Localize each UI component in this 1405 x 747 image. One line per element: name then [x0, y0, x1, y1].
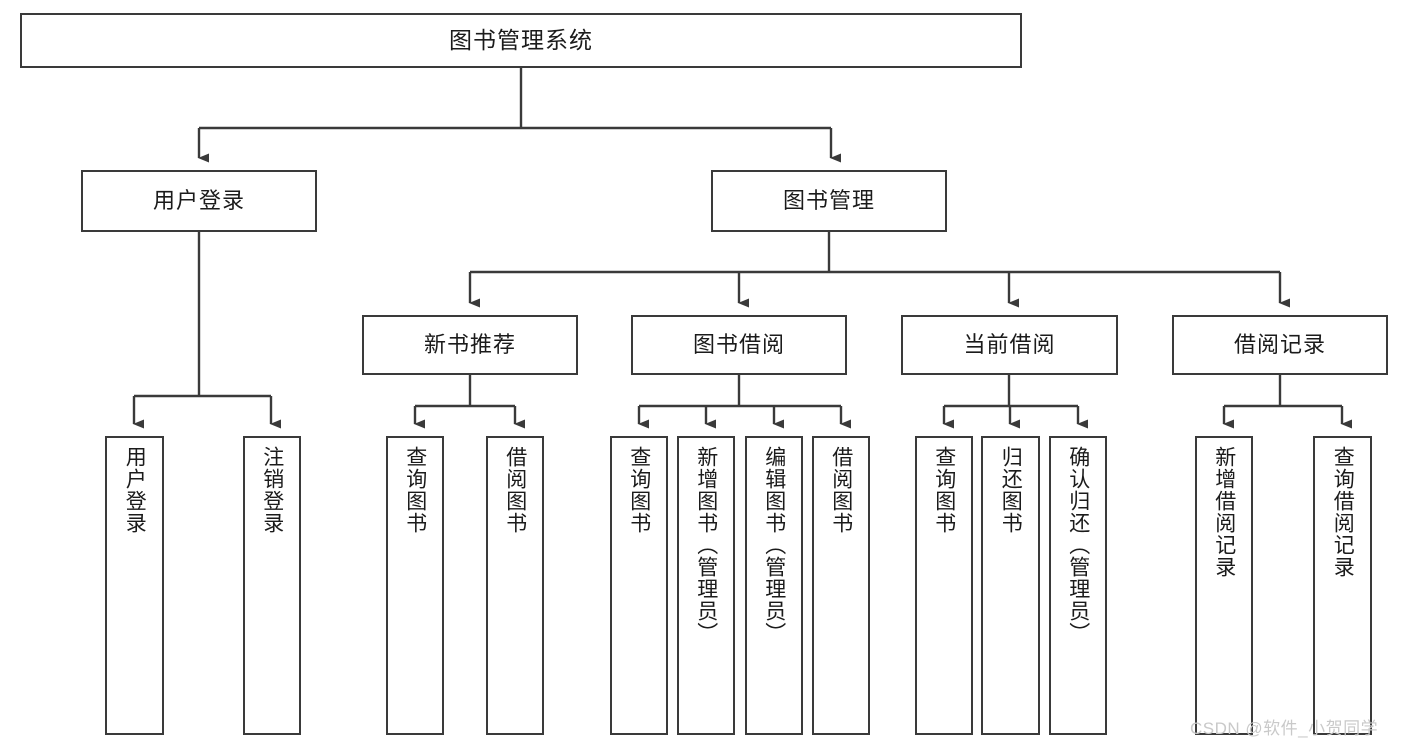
node-leaf-add-borrow-record-label: 新增借阅记录 [1212, 446, 1236, 578]
node-leaf-query-borrow-record[interactable]: 查询借阅记录 [1313, 436, 1372, 735]
node-leaf-add-book-label: 新增图书（管理员） [694, 446, 718, 644]
node-book-borrow[interactable]: 图书借阅 [631, 315, 847, 375]
node-leaf-borrow-book-bor[interactable]: 借阅图书 [812, 436, 870, 735]
node-leaf-query-book-rec-label: 查询图书 [403, 446, 427, 534]
node-leaf-borrow-book-rec[interactable]: 借阅图书 [486, 436, 544, 735]
node-leaf-add-book[interactable]: 新增图书（管理员） [677, 436, 735, 735]
node-leaf-user-login[interactable]: 用户登录 [105, 436, 164, 735]
node-leaf-borrow-book-rec-label: 借阅图书 [503, 446, 527, 534]
node-leaf-user-logout[interactable]: 注销登录 [243, 436, 301, 735]
node-root-label: 图书管理系统 [449, 26, 593, 53]
node-book-borrow-label: 图书借阅 [692, 331, 785, 357]
node-current-borrow[interactable]: 当前借阅 [901, 315, 1118, 375]
node-borrow-record-label: 借阅记录 [1233, 331, 1326, 357]
node-book-manage[interactable]: 图书管理 [711, 170, 947, 232]
node-borrow-record[interactable]: 借阅记录 [1172, 315, 1388, 375]
node-new-book-recommend-label: 新书推荐 [423, 331, 516, 357]
node-leaf-query-borrow-record-label: 查询借阅记录 [1331, 446, 1355, 578]
node-leaf-query-book-cur[interactable]: 查询图书 [915, 436, 973, 735]
node-leaf-query-book-bor-label: 查询图书 [627, 446, 651, 534]
node-leaf-query-book-cur-label: 查询图书 [932, 446, 956, 534]
node-leaf-query-book-bor[interactable]: 查询图书 [610, 436, 668, 735]
node-new-book-recommend[interactable]: 新书推荐 [362, 315, 578, 375]
node-leaf-edit-book-label: 编辑图书（管理员） [762, 446, 786, 644]
node-leaf-return-book-label: 归还图书 [999, 446, 1023, 534]
node-leaf-borrow-book-bor-label: 借阅图书 [829, 446, 853, 534]
node-leaf-user-logout-label: 注销登录 [260, 446, 284, 534]
node-leaf-edit-book[interactable]: 编辑图书（管理员） [745, 436, 803, 735]
node-leaf-add-borrow-record[interactable]: 新增借阅记录 [1195, 436, 1253, 735]
node-leaf-query-book-rec[interactable]: 查询图书 [386, 436, 444, 735]
node-current-borrow-label: 当前借阅 [963, 331, 1056, 357]
node-book-manage-label: 图书管理 [782, 187, 875, 213]
node-root[interactable]: 图书管理系统 [20, 13, 1022, 68]
watermark: CSDN @软件_小贺同学 [1190, 719, 1379, 738]
node-leaf-return-book[interactable]: 归还图书 [981, 436, 1040, 735]
node-leaf-confirm-return-label: 确认归还（管理员） [1066, 446, 1090, 644]
node-leaf-user-login-label: 用户登录 [123, 446, 147, 534]
node-leaf-confirm-return[interactable]: 确认归还（管理员） [1049, 436, 1107, 735]
node-user-login[interactable]: 用户登录 [81, 170, 317, 232]
node-user-login-label: 用户登录 [152, 187, 245, 213]
